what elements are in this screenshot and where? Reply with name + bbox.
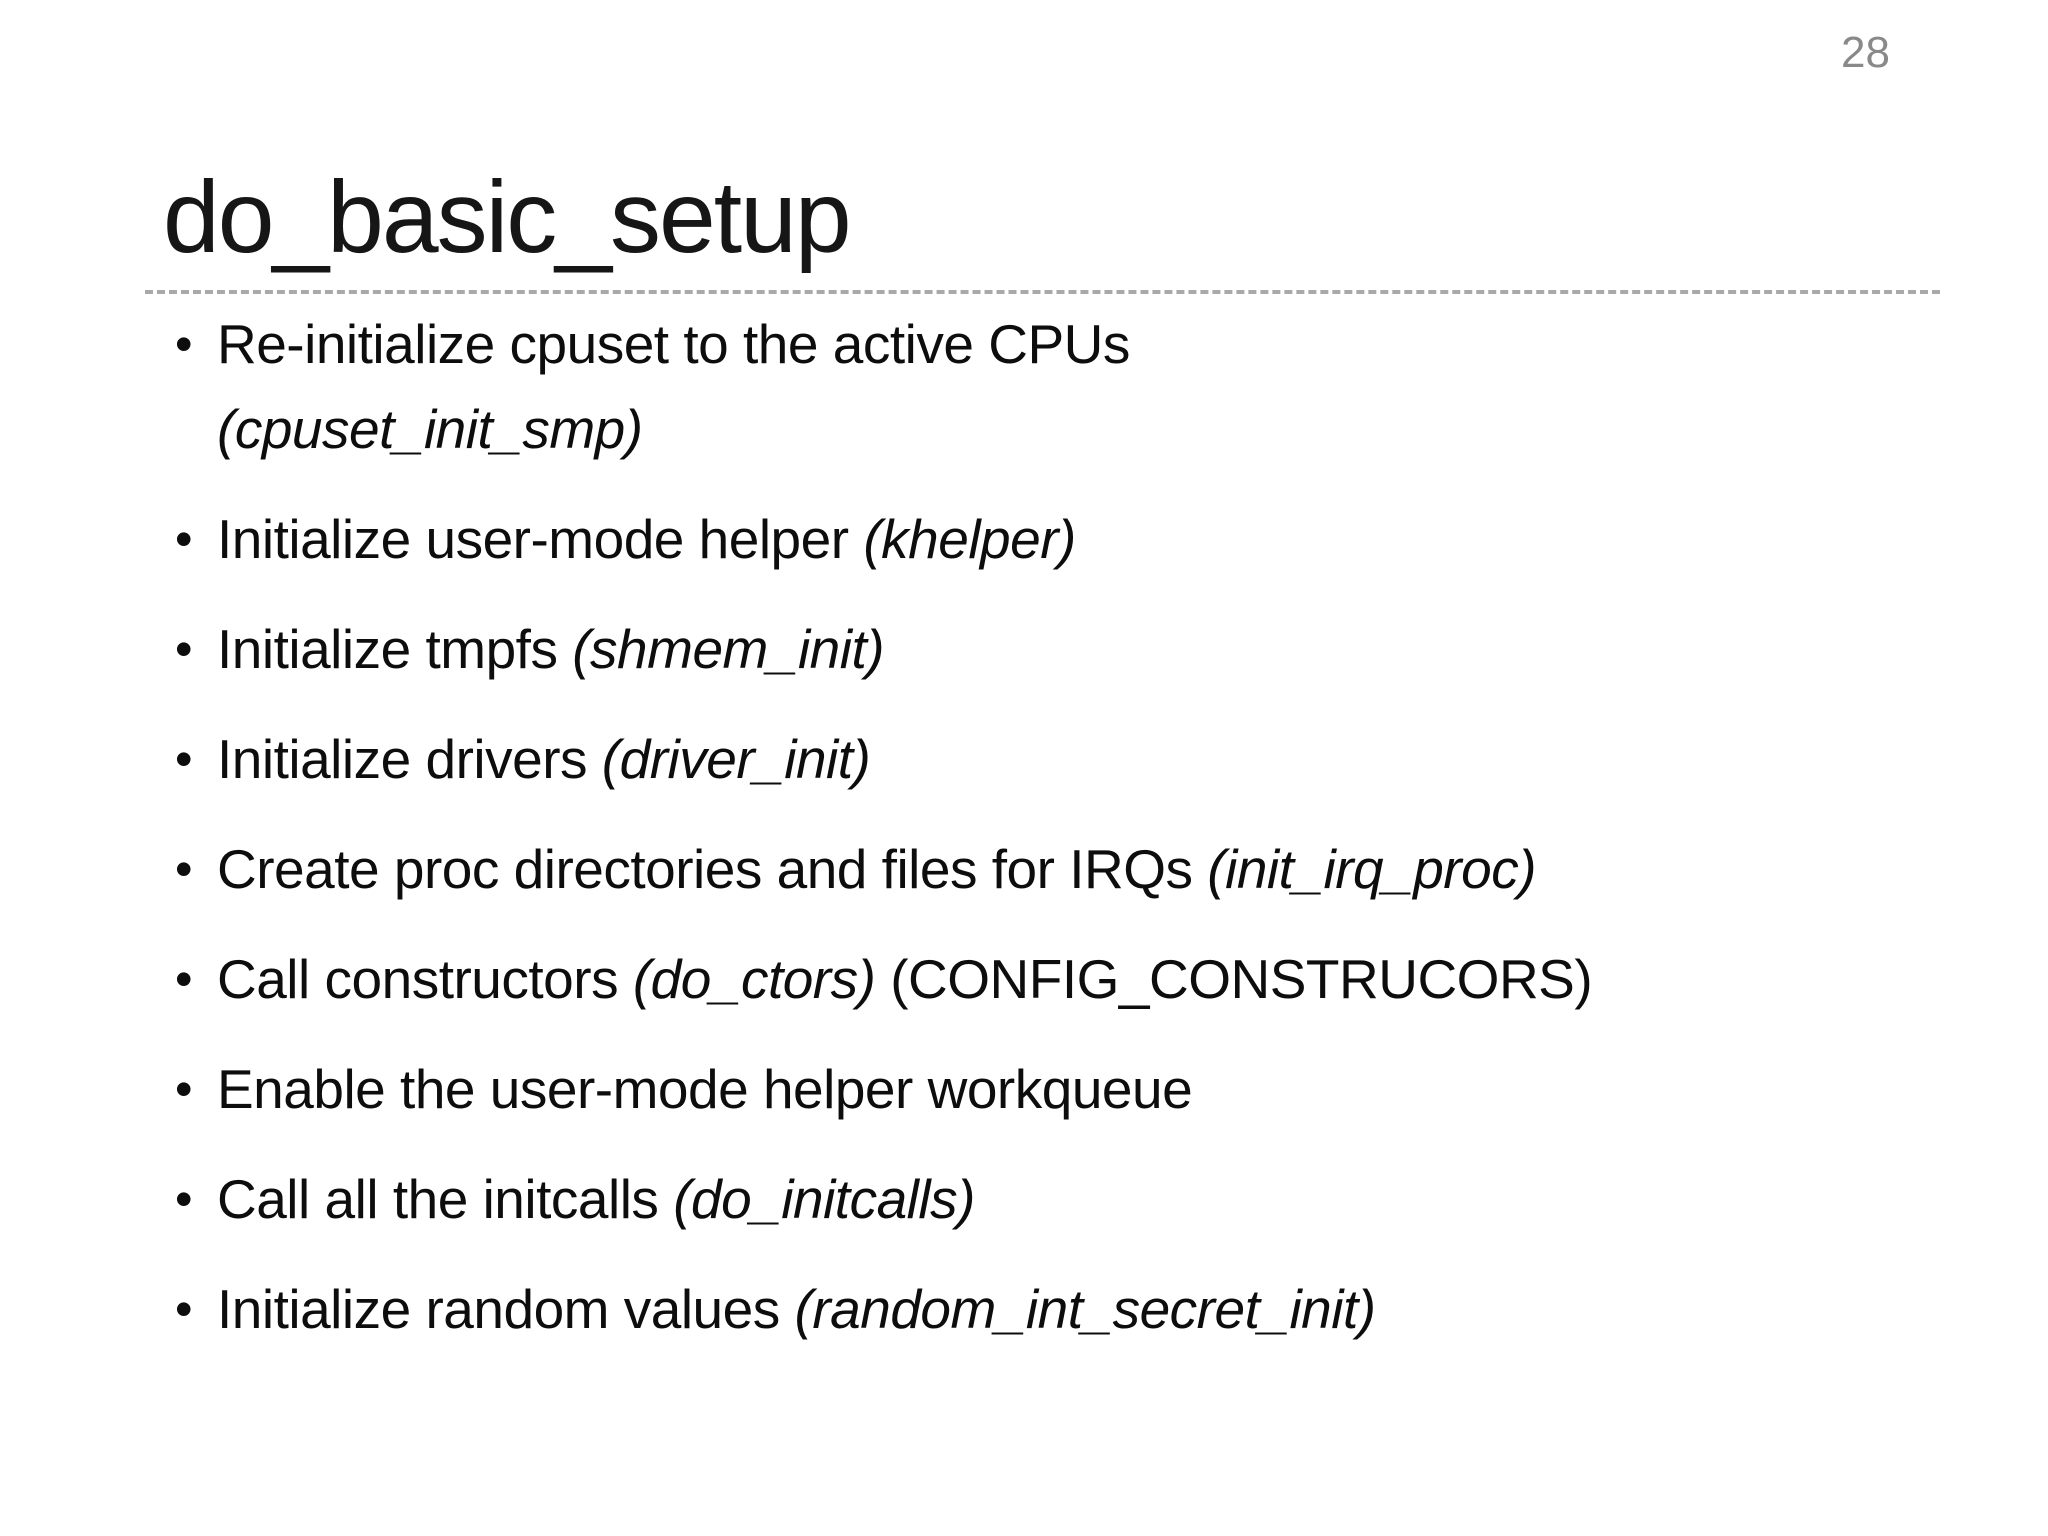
slide-title: do_basic_setup [163, 160, 852, 275]
list-item: Initialize drivers (driver_init) [175, 717, 1958, 802]
bullet-text-segment: Enable the user-mode helper workqueue [217, 1058, 1193, 1120]
page-number: 28 [1841, 28, 1890, 77]
bullet-text-segment: (driver_init) [601, 728, 871, 790]
list-item: Re-initialize cpuset to the active CPUs (… [175, 302, 1958, 472]
list-item: Call constructors (do_ctors) (CONFIG_CON… [175, 937, 1958, 1022]
list-item: Initialize random values (random_int_sec… [175, 1267, 1958, 1352]
bullet-text-segment: Initialize drivers [217, 728, 602, 790]
bullet-text-segment: (khelper) [863, 508, 1076, 570]
bullet-text-segment: (cpuset_init_smp) [217, 398, 643, 460]
bullet-text-segment: Call all the initcalls [217, 1168, 674, 1230]
bullet-text-segment: (do_initcalls) [673, 1168, 975, 1230]
bullet-text-segment: Re-initialize cpuset to the active CPUs [217, 313, 1130, 375]
bullet-text-segment: Initialize tmpfs [217, 618, 573, 680]
bullet-text-segment: (do_ctors) [632, 948, 876, 1010]
bullet-text-segment: Initialize user-mode helper [217, 508, 864, 570]
bullet-text-segment: (init_irq_proc) [1207, 838, 1537, 900]
list-item: Initialize tmpfs (shmem_init) [175, 607, 1958, 692]
list-item: Enable the user-mode helper workqueue [175, 1047, 1958, 1132]
bullet-text-segment: (random_int_secret_init) [794, 1278, 1377, 1340]
bullet-text-segment: Initialize random values [217, 1278, 795, 1340]
bullet-text-segment: (CONFIG_CONSTRUCORS) [875, 948, 1593, 1010]
bullet-text-segment: Create proc directories and files for IR… [217, 838, 1208, 900]
bullet-text-segment: (shmem_init) [572, 618, 885, 680]
list-item: Initialize user-mode helper (khelper) [175, 497, 1958, 582]
dashed-divider [145, 290, 1940, 294]
list-item: Call all the initcalls (do_initcalls) [175, 1157, 1958, 1242]
bullet-list: Re-initialize cpuset to the active CPUs (… [175, 302, 1958, 1377]
list-item: Create proc directories and files for IR… [175, 827, 1958, 912]
bullet-text-segment: Call constructors [217, 948, 633, 1010]
